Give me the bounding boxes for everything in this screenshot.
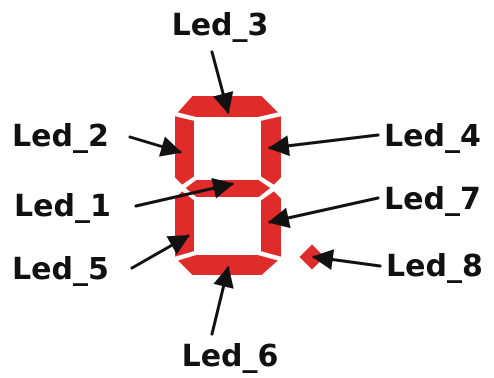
segment-led-4	[259, 114, 283, 187]
seven-segment-display	[173, 94, 327, 277]
arrow-led-6	[210, 265, 234, 336]
arrow-led-5	[130, 234, 190, 270]
label-led-5: Led_5	[12, 252, 109, 287]
label-led-8: Led_8	[386, 249, 483, 284]
segment-led-2	[173, 114, 196, 187]
label-led-2: Led_2	[12, 119, 109, 154]
arrow-led-3	[210, 50, 234, 115]
label-led-6: Led_6	[182, 339, 279, 374]
label-led-7: Led_7	[384, 182, 481, 217]
label-led-3: Led_3	[172, 8, 269, 43]
segment-led-1	[183, 178, 273, 199]
segment-led-6	[175, 253, 281, 277]
arrow-led-1	[134, 177, 235, 208]
segment-led-5	[173, 189, 196, 259]
label-led-4: Led_4	[384, 119, 481, 154]
arrow-led-7	[267, 196, 380, 229]
label-led-1: Led_1	[14, 189, 111, 224]
arrow-led-8	[311, 249, 382, 270]
arrow-led-4	[267, 133, 380, 157]
arrow-led-2	[128, 135, 183, 157]
segment-led-7	[259, 189, 283, 259]
